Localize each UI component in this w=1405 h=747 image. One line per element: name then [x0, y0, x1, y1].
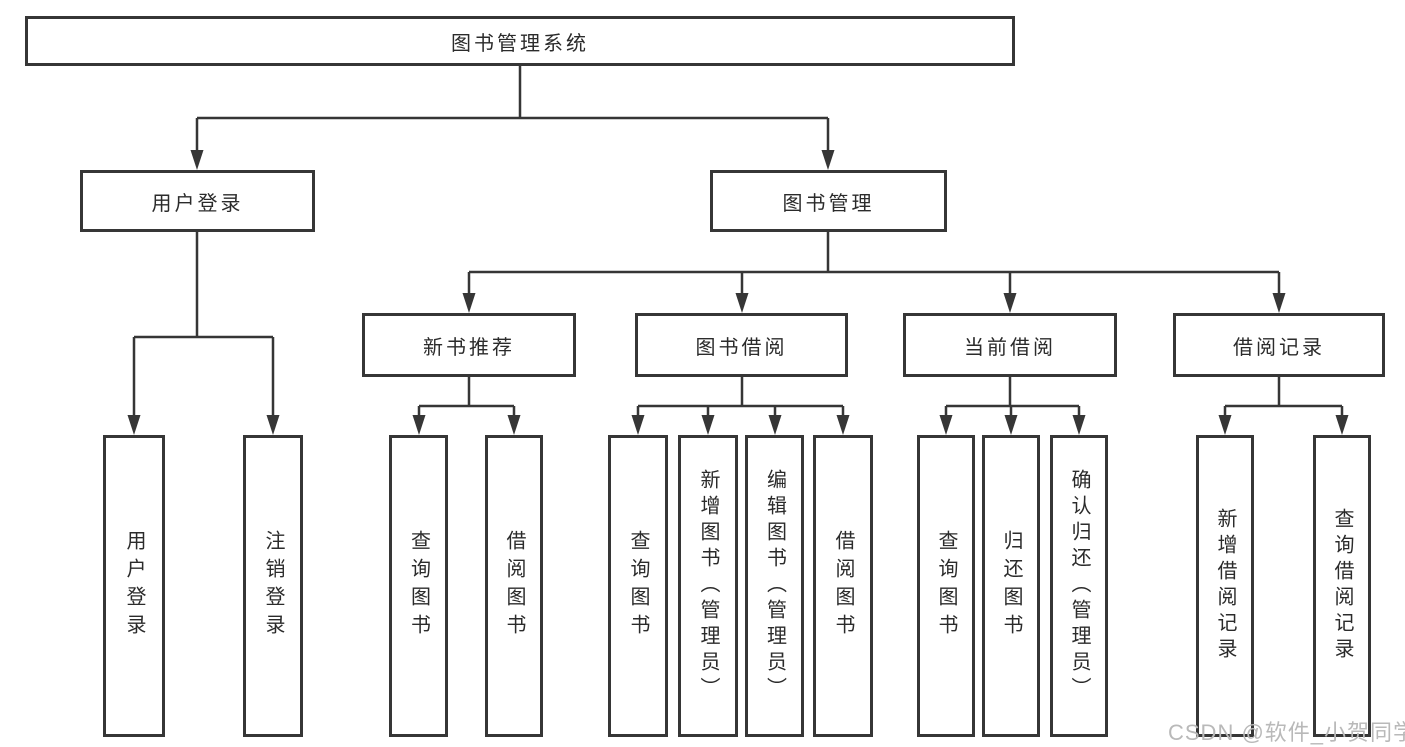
node-new-book-recommend: 新书推荐	[362, 313, 576, 377]
node-logout: 注销登录	[243, 435, 303, 737]
node-user-login-leaf: 用户登录	[103, 435, 165, 737]
connector-book-management-to-level3	[462, 232, 1286, 313]
node-confirm-return-admin: 确认归还（管理员）	[1050, 435, 1108, 737]
connector-new-book-recommend-to-leaves	[412, 377, 521, 435]
node-return-books: 归还图书	[982, 435, 1040, 737]
connector-book-borrow-to-leaves	[631, 377, 850, 435]
node-book-management: 图书管理	[710, 170, 947, 232]
node-borrow-books: 借阅图书	[813, 435, 873, 737]
node-root: 图书管理系统	[25, 16, 1015, 66]
node-query-borrow-record: 查询借阅记录	[1313, 435, 1371, 737]
node-query-books-current: 查询图书	[917, 435, 975, 737]
node-edit-books-admin: 编辑图书（管理员）	[745, 435, 804, 737]
node-borrow-books-recommend: 借阅图书	[485, 435, 543, 737]
node-add-books-admin: 新增图书（管理员）	[678, 435, 738, 737]
node-book-borrow: 图书借阅	[635, 313, 848, 377]
csdn-watermark: CSDN @软件_小贺同学	[1168, 720, 1405, 745]
connector-root-to-level2	[190, 66, 835, 170]
connector-borrow-records-to-leaves	[1218, 377, 1349, 435]
node-query-books-recommend: 查询图书	[389, 435, 448, 737]
node-user-login: 用户登录	[80, 170, 315, 232]
node-query-books-borrow: 查询图书	[608, 435, 668, 737]
node-borrow-records: 借阅记录	[1173, 313, 1385, 377]
connector-current-borrow-to-leaves	[939, 377, 1086, 435]
connector-user-login-to-leaves	[127, 232, 280, 435]
node-add-borrow-record: 新增借阅记录	[1196, 435, 1254, 737]
node-current-borrow: 当前借阅	[903, 313, 1117, 377]
